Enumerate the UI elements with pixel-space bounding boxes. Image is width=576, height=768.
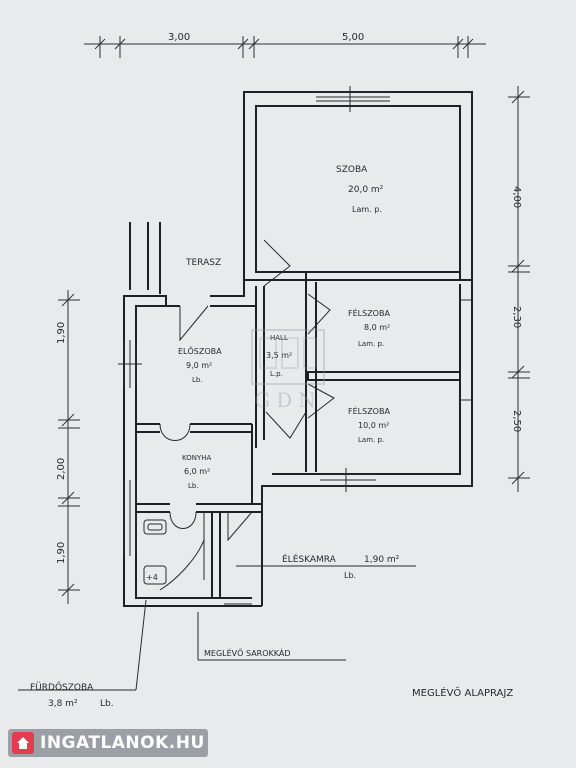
right-dimension-line [508,86,530,492]
room-anteroom-area: 9,0 m² [186,361,212,370]
dim-right-bottom: 2,50 [511,410,522,432]
room-kitchen-name: KONYHA [182,454,211,462]
logo-text: INGATLANOK.HU [40,733,205,753]
room-bathroom-floor: Lb. [100,699,114,709]
dim-left-top: 1,90 [56,322,67,344]
room-half2-area: 10,0 m² [358,421,389,430]
room-anteroom-floor: Lb. [192,376,203,384]
existing-plan-caption: MEGLÉVŐ ALAPRAJZ [412,685,513,699]
room-bathroom-area: 3,8 m² [48,699,78,709]
room-half1-floor: Lam. p. [358,340,384,348]
dim-top-left: 3,00 [168,32,190,43]
room-hall-area: 3,5 m² [266,351,292,360]
dim-left-mid: 2,00 [56,458,67,480]
room-half2-name: FÉLSZOBA [348,405,390,416]
room-living-name: SZOBA [336,165,368,175]
room-living-floor: Lam. p. [352,205,382,214]
room-kitchen-floor: Lb. [188,482,199,490]
room-hall-floor: L.p. [270,370,283,378]
room-pantry-area: 1,90 m² [364,555,400,565]
svg-text:+4: +4 [146,573,158,582]
room-anteroom-name: ELŐSZOBA [178,346,222,356]
room-half1-area: 8,0 m² [364,323,390,332]
bathroom-pointer-line [135,599,147,691]
room-kitchen-area: 6,0 m² [184,467,210,476]
dim-right-top: 4,00 [511,186,522,208]
dim-left-bottom: 1,90 [56,542,67,564]
room-living-area: 20,0 m² [348,185,384,195]
house-icon [12,732,34,754]
toilet-fixture [143,519,167,535]
room-bathroom-name: FÜRDŐSZOBA [30,682,94,693]
room-half1-name: FÉLSZOBA [348,307,390,318]
dim-right-mid: 2,30 [511,306,522,328]
ingatlanok-logo: INGATLANOK.HU [8,729,208,757]
dim-top-right: 5,00 [342,32,364,43]
corner-tub-fixture: +4 [143,565,167,585]
top-dimension-line [84,36,486,58]
room-pantry-floor: Lb. [344,571,356,580]
room-hall-name: HALL [270,334,288,342]
corner-tub-label: MEGLÉVŐ SAROKKÁD [204,647,291,658]
doors [159,239,335,605]
left-dimension-line [58,290,80,604]
interior-walls [136,271,461,598]
room-pantry-name: ÉLÉSKAMRA [282,553,337,565]
room-half2-floor: Lam. p. [358,436,384,444]
windows [118,86,472,556]
room-terrace-name: TERASZ [185,258,221,268]
